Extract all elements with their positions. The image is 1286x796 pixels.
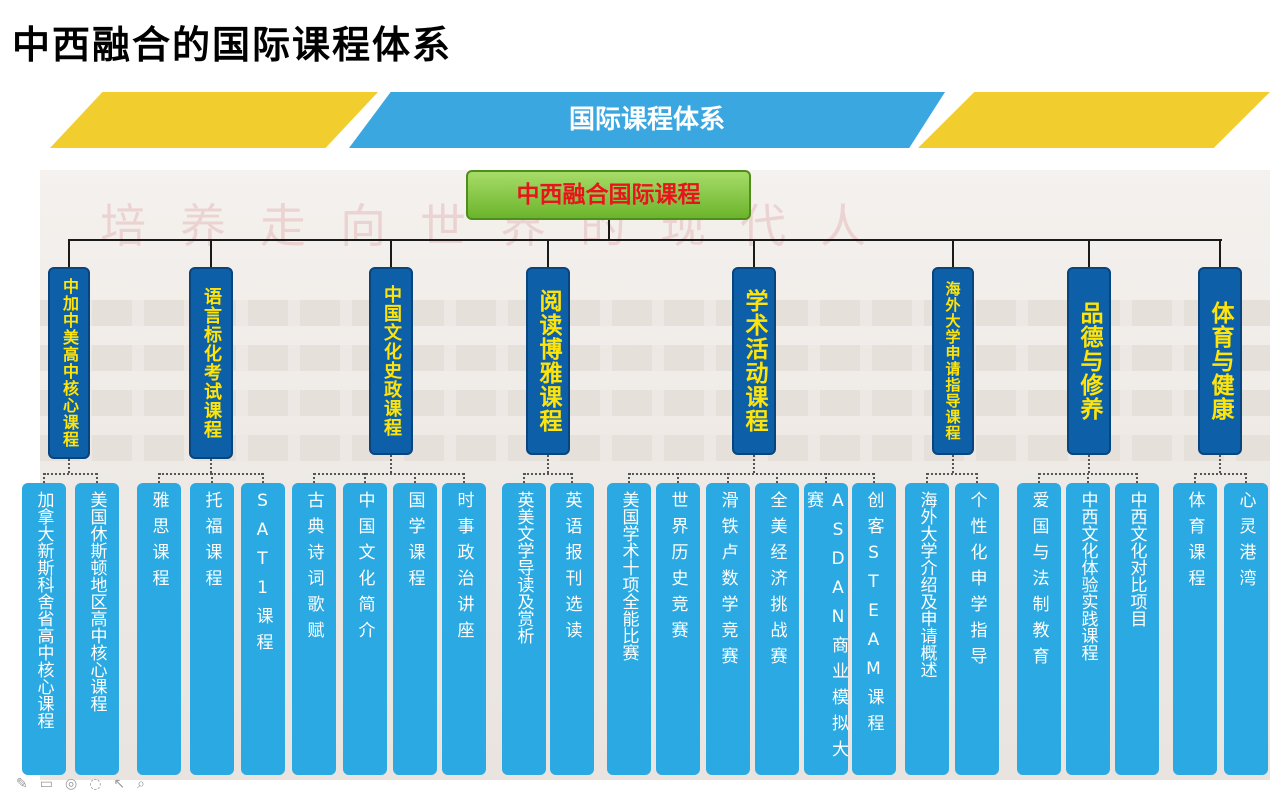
- leaf-bus-connector: [629, 473, 874, 475]
- leaf-node: 爱国与法制教育: [1017, 483, 1061, 775]
- leaf-connector: [628, 473, 630, 483]
- leaf-node: 滑铁卢数学竞赛: [706, 483, 750, 775]
- pen-icon[interactable]: ✎: [16, 776, 28, 792]
- category-drop-connector: [1088, 455, 1090, 473]
- building-window-row: [40, 435, 1270, 461]
- leaf-connector: [776, 473, 778, 483]
- leaf-node: 国学课程: [393, 483, 437, 775]
- leaf-node: 古典诗词歌赋: [292, 483, 336, 775]
- leaf-connector: [43, 473, 45, 483]
- leaf-connector: [926, 473, 928, 483]
- leaf-bus-connector: [927, 473, 977, 475]
- leaf-bus-connector: [44, 473, 97, 475]
- screen-icon[interactable]: ▭: [39, 776, 53, 792]
- category-node: 阅读博雅课程: [526, 267, 570, 455]
- leaf-node: 个性化申学指导: [955, 483, 999, 775]
- category-node: 中国文化史政课程: [369, 267, 413, 455]
- pointer-icon[interactable]: ↖: [113, 776, 126, 792]
- eraser-icon[interactable]: ◎: [64, 776, 78, 792]
- category-node: 品德与修养: [1067, 267, 1111, 455]
- leaf-connector: [727, 473, 729, 483]
- leaf-connector: [1245, 473, 1247, 483]
- trunk-connector: [68, 239, 1222, 241]
- category-connector: [753, 239, 755, 267]
- category-connector: [210, 239, 212, 267]
- leaf-node: 雅思课程: [137, 483, 181, 775]
- leaf-connector: [211, 473, 213, 483]
- category-connector: [547, 239, 549, 267]
- category-node: 体育与健康: [1198, 267, 1242, 455]
- category-node: 学术活动课程: [732, 267, 776, 455]
- building-window-row: [40, 300, 1270, 326]
- category-node: 中加中美高中核心课程: [48, 267, 90, 459]
- leaf-bus-connector: [314, 473, 464, 475]
- banner-left-stripe: [50, 92, 378, 148]
- leaf-node: 美国学术十项全能比赛: [607, 483, 651, 775]
- root-node: 中西融合国际课程: [466, 170, 751, 220]
- category-drop-connector: [68, 459, 70, 473]
- leaf-node: 美国休斯顿地区高中核心课程: [75, 483, 119, 775]
- category-node: 语言标化考试课程: [189, 267, 233, 459]
- category-drop-connector: [547, 455, 549, 473]
- leaf-connector: [1136, 473, 1138, 483]
- presentation-toolbar: ✎ ▭ ◎ ◌ ↖ ⌕: [16, 776, 145, 796]
- banner-right-stripe: [918, 92, 1270, 148]
- page-title: 中西融合的国际课程体系: [12, 23, 453, 67]
- category-connector: [390, 239, 392, 267]
- building-window-row: [40, 345, 1270, 371]
- leaf-connector: [463, 473, 465, 483]
- leaf-node: ASDAN商业模拟大赛: [803, 483, 848, 775]
- leaf-connector: [1087, 473, 1089, 483]
- leaf-node: 体育课程: [1173, 483, 1217, 775]
- leaf-connector: [313, 473, 315, 483]
- category-node: 海外大学申请指导课程: [932, 267, 974, 455]
- building-window-row: [40, 390, 1270, 416]
- search-icon[interactable]: ⌕: [137, 776, 145, 792]
- leaf-connector: [1038, 473, 1040, 483]
- leaf-connector: [158, 473, 160, 483]
- leaf-bus-connector: [524, 473, 572, 475]
- category-drop-connector: [210, 459, 212, 473]
- leaf-node: 中国文化简介: [343, 483, 387, 775]
- leaf-node: 加拿大新斯科舍省高中核心课程: [22, 483, 66, 775]
- banner-main-stripe: [349, 92, 945, 148]
- highlighter-icon[interactable]: ◌: [89, 776, 102, 792]
- leaf-node: 世界历史竞赛: [656, 483, 700, 775]
- leaf-node: 中西文化体验实践课程: [1066, 483, 1110, 775]
- leaf-connector: [364, 473, 366, 483]
- leaf-connector: [1194, 473, 1196, 483]
- leaf-connector: [825, 473, 827, 483]
- leaf-node: 中西文化对比项目: [1115, 483, 1159, 775]
- category-connector: [1088, 239, 1090, 267]
- leaf-node: 托福课程: [190, 483, 234, 775]
- leaf-connector: [96, 473, 98, 483]
- leaf-node: 时事政治讲座: [442, 483, 486, 775]
- category-connector: [68, 239, 70, 267]
- leaf-node: SAT1课程: [241, 483, 285, 775]
- leaf-connector: [523, 473, 525, 483]
- leaf-node: 英美文学导读及赏析: [502, 483, 546, 775]
- leaf-node: 英语报刊选读: [550, 483, 594, 775]
- leaf-connector: [262, 473, 264, 483]
- leaf-connector: [873, 473, 875, 483]
- leaf-node: 全美经济挑战赛: [755, 483, 799, 775]
- leaf-connector: [677, 473, 679, 483]
- leaf-node: 心灵港湾: [1224, 483, 1268, 775]
- leaf-node: 海外大学介绍及申请概述: [905, 483, 949, 775]
- leaf-connector: [414, 473, 416, 483]
- category-drop-connector: [952, 455, 954, 473]
- leaf-node: 创客STEAM课程: [852, 483, 896, 775]
- leaf-bus-connector: [1195, 473, 1246, 475]
- category-drop-connector: [390, 455, 392, 473]
- banner-title: 国际课程体系: [568, 105, 725, 135]
- category-drop-connector: [1219, 455, 1221, 473]
- category-connector: [1219, 239, 1221, 267]
- leaf-connector: [571, 473, 573, 483]
- leaf-connector: [976, 473, 978, 483]
- category-drop-connector: [753, 455, 755, 473]
- category-connector: [952, 239, 954, 267]
- root-connector: [608, 220, 610, 240]
